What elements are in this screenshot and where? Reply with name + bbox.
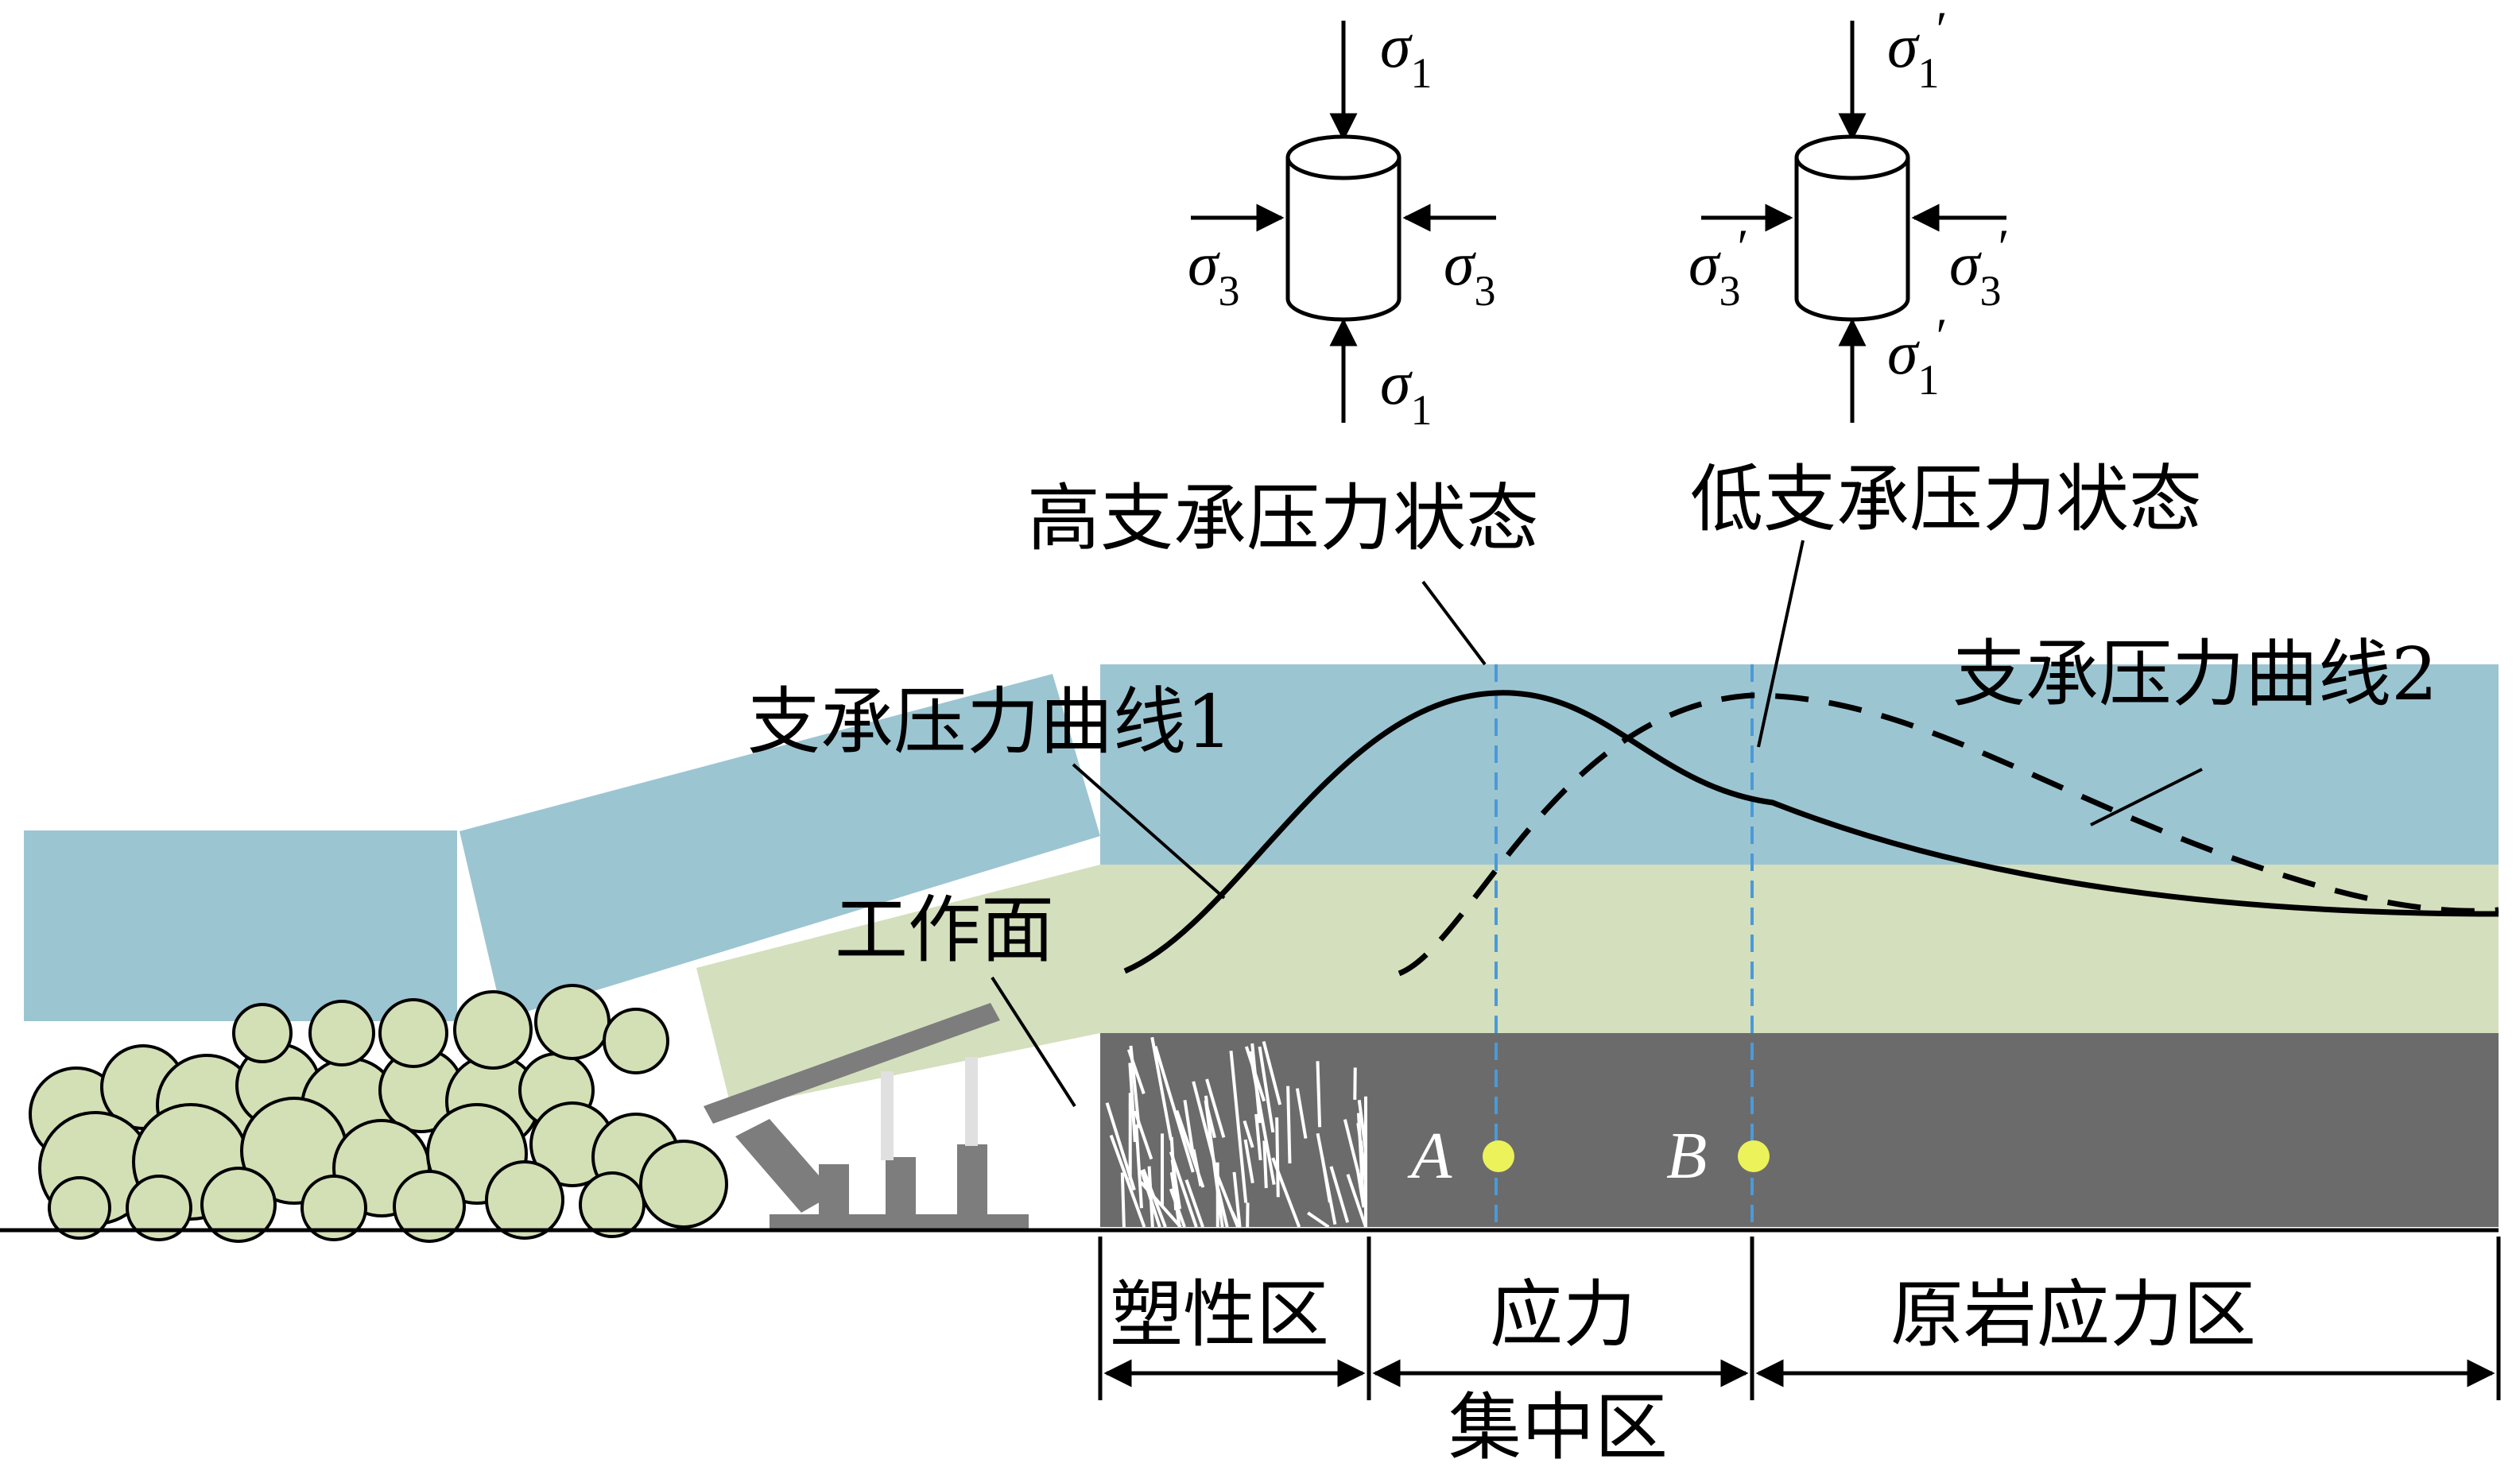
gob-rock: [603, 1008, 669, 1074]
fracture-line: [1126, 1049, 1146, 1094]
fracture-line: [1229, 1051, 1248, 1203]
zone-stress-label-line1: 应力: [1490, 1272, 1636, 1357]
fracture-line: [1258, 1046, 1275, 1133]
gob-rock: [639, 1140, 728, 1229]
point-a-marker: [1483, 1140, 1514, 1172]
leader-low-state: [1757, 540, 1805, 748]
fracture-line: [1316, 1132, 1337, 1225]
fracture-line: [1184, 1179, 1204, 1228]
sigma3-right-high: σ3: [1444, 229, 1495, 315]
gob-rock: [200, 1167, 277, 1243]
fracture-line: [1307, 1211, 1330, 1229]
leader-curve-1: [1072, 763, 1226, 900]
high-state-label: 高支承压力状态: [1027, 476, 1539, 561]
gob-rock: [232, 1003, 293, 1063]
zone-original-label: 原岩应力区: [1890, 1272, 2256, 1357]
fracture-line: [1262, 1041, 1282, 1105]
fracture-line: [1243, 1139, 1254, 1184]
sigma3-prime-right-low: σ3′: [1949, 219, 2009, 315]
support-pressure-curve-2: [1398, 692, 2499, 977]
fracture-line: [1134, 1124, 1143, 1209]
fracture-line: [1109, 1134, 1146, 1228]
fracture-line: [1250, 1043, 1262, 1124]
plastic-zone-fractures: [1105, 1036, 1367, 1229]
cylinder-high: [1285, 157, 1402, 322]
fracture-line: [1275, 1117, 1280, 1198]
gob-rock: [453, 990, 533, 1070]
fracture-line: [1205, 1078, 1226, 1138]
sigma3-prime-left-low: σ3′: [1688, 219, 1748, 315]
gob-rock: [378, 998, 448, 1068]
caved-roof-block-middle: [459, 674, 1100, 1019]
fracture-line: [1192, 1149, 1203, 1186]
low-state-label: 低支承压力状态: [1690, 457, 2202, 542]
caved-roof-block-left: [24, 830, 457, 1021]
gob-rock: [485, 1160, 564, 1240]
zone-dimensions: [1098, 1237, 2501, 1400]
gob-rock: [534, 984, 611, 1060]
fracture-line: [1295, 1088, 1308, 1139]
gob-rock: [393, 1170, 466, 1243]
middle-stratum: [696, 865, 2499, 1109]
fracture-line: [1150, 1036, 1173, 1140]
fracture-line: [1355, 1168, 1365, 1206]
point-b-marker: [1738, 1140, 1770, 1172]
leader-curve-2: [2090, 768, 2203, 826]
fracture-line: [1153, 1045, 1195, 1173]
fracture-line: [1243, 1120, 1254, 1148]
fracture-line: [1262, 1140, 1268, 1189]
gob-rock-pile: [29, 984, 728, 1243]
fracture-line: [1316, 1061, 1322, 1128]
stress-element-high: [1191, 21, 1496, 423]
zone-stress-label-line2: 集中区: [1448, 1385, 1668, 1467]
curve-2-label: 支承压力曲线2: [1952, 632, 2438, 717]
fracture-line: [1120, 1172, 1126, 1228]
fracture-line: [1271, 1157, 1301, 1228]
gob-rock: [300, 1175, 367, 1241]
gob-rock: [126, 1175, 192, 1241]
fracture-line: [1169, 1171, 1181, 1228]
curve-1-label: 支承压力曲线1: [747, 679, 1233, 764]
zone-plastic-label: 塑性区: [1110, 1272, 1329, 1357]
sigma1-bottom-high: σ1: [1380, 348, 1432, 434]
hydraulic-support: [704, 1003, 1029, 1229]
sigma1-prime-bottom-low: σ1′: [1887, 308, 1947, 404]
leader-working-face: [991, 976, 1076, 1108]
fracture-line: [1142, 1168, 1167, 1228]
fracture-line: [1232, 1171, 1242, 1228]
fracture-line: [1133, 1110, 1153, 1160]
gob-rock: [308, 1000, 375, 1066]
sigma3-left-high: σ3: [1188, 229, 1239, 315]
gob-rock: [48, 1176, 111, 1240]
fracture-line: [1286, 1086, 1292, 1164]
sigma1-prime-top-low: σ1′: [1887, 1, 1947, 97]
point-a-label: A: [1407, 1119, 1452, 1193]
fracture-line: [1139, 1169, 1161, 1228]
point-b-label: B: [1666, 1119, 1707, 1193]
support-pressure-curve-1: [1123, 690, 2499, 974]
fracture-line: [1254, 1113, 1262, 1161]
fracture-line: [1357, 1099, 1367, 1152]
fracture-line: [1192, 1081, 1217, 1167]
fracture-line: [1346, 1174, 1367, 1228]
fracture-line: [1183, 1100, 1196, 1159]
fracture-line: [1215, 1173, 1239, 1228]
sigma1-top-high: σ1: [1380, 11, 1432, 97]
fracture-line: [1329, 1166, 1350, 1223]
fracture-line: [1169, 1151, 1198, 1228]
cylinder-low: [1794, 157, 1910, 322]
stress-element-low: [1701, 21, 2006, 423]
coal-seam: [1100, 1033, 2499, 1227]
working-face-label: 工作面: [835, 888, 1054, 973]
gob-rock: [579, 1171, 646, 1238]
leader-high-state: [1421, 580, 1487, 666]
fracture-line: [1128, 1063, 1137, 1143]
